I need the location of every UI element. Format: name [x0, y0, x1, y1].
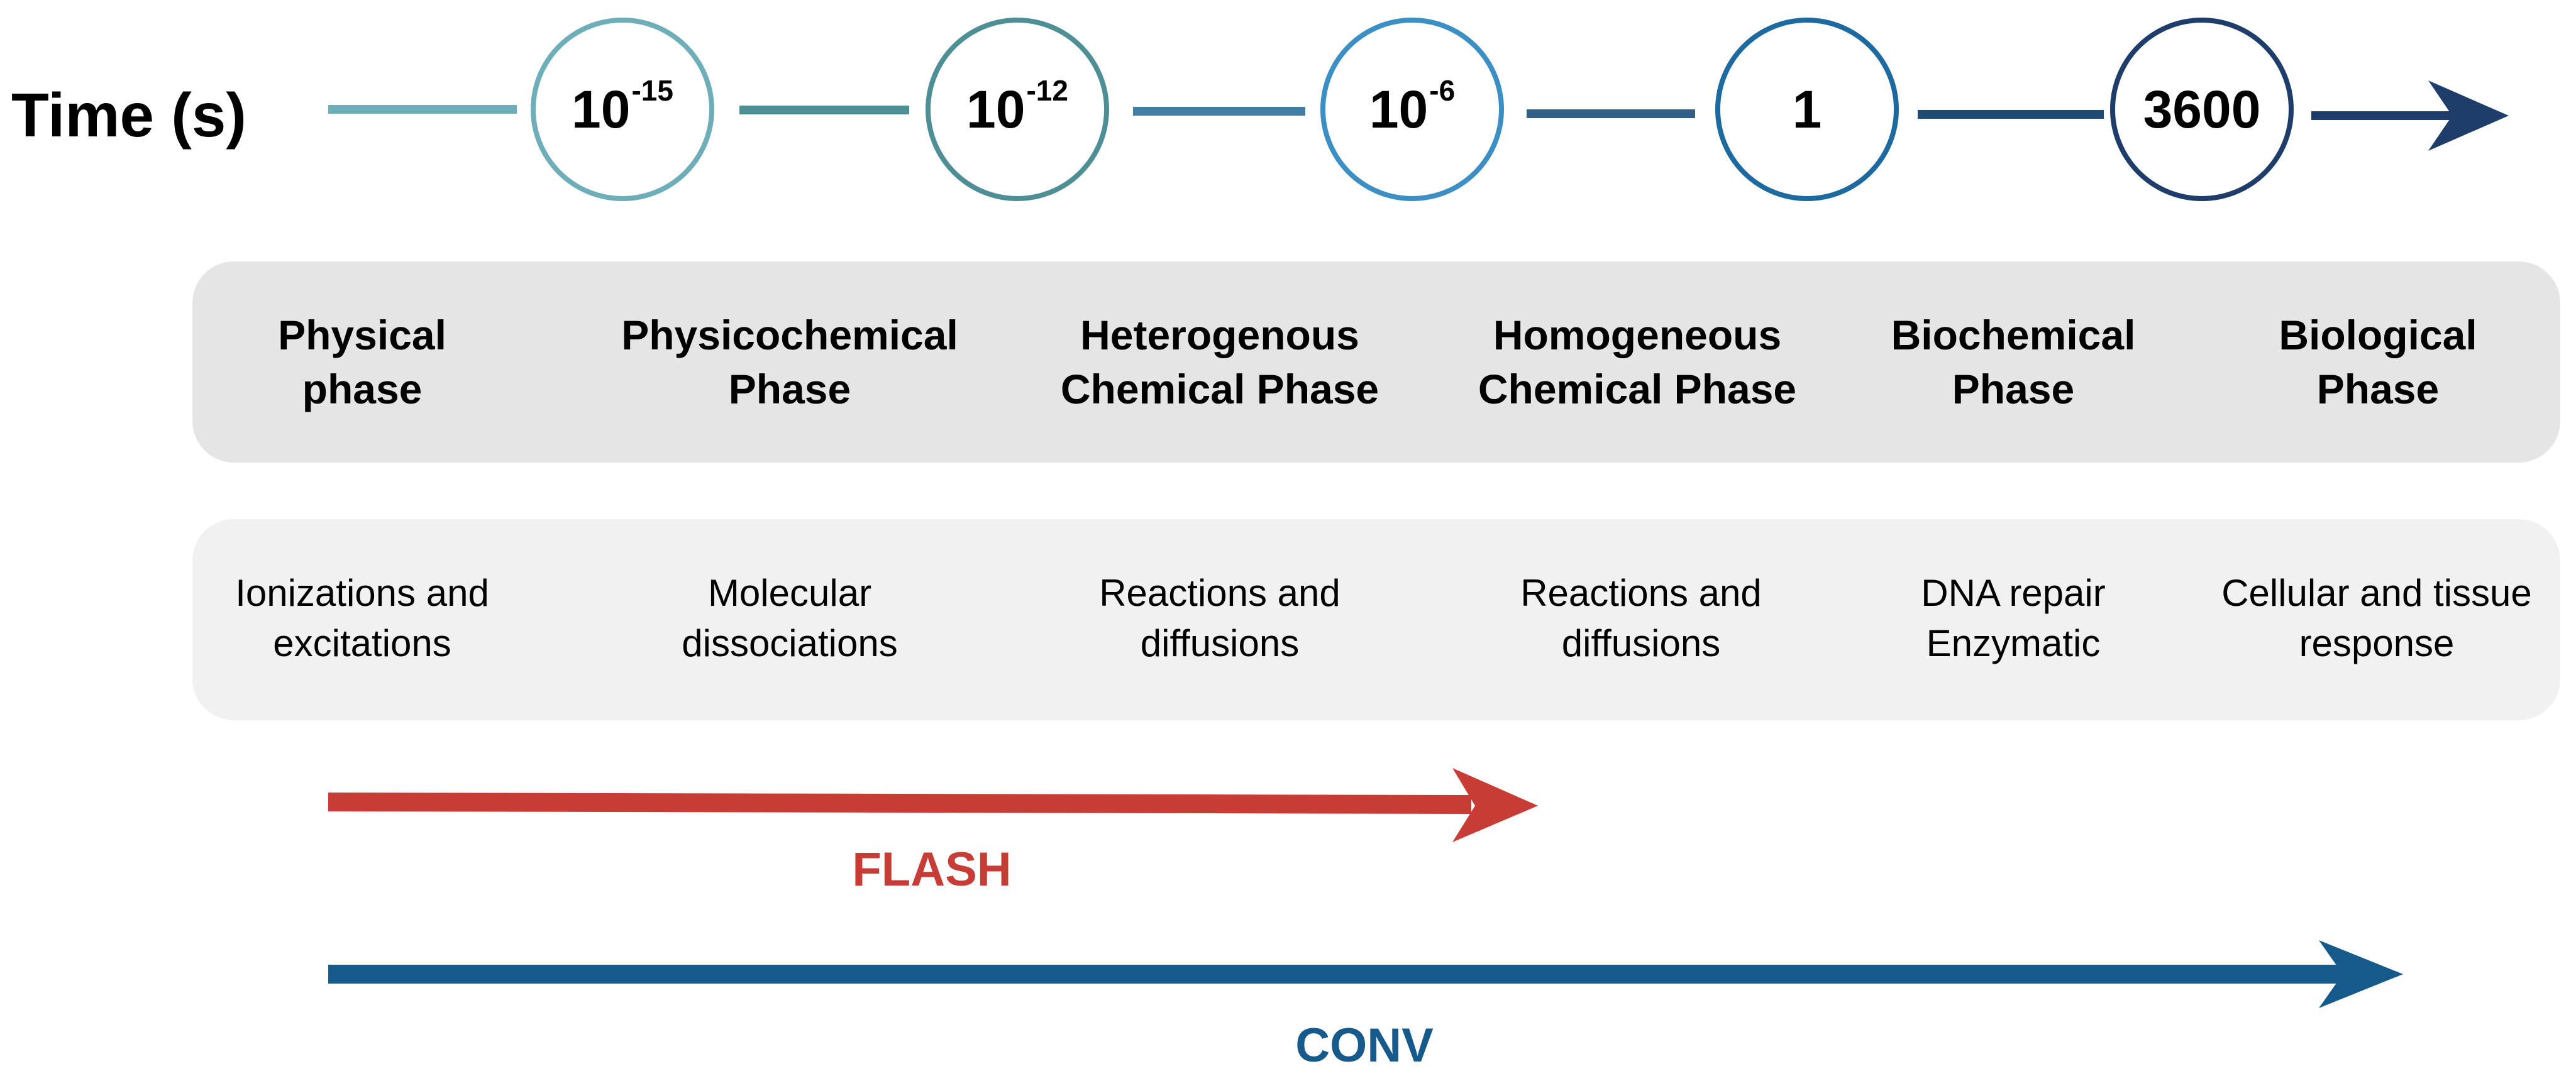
desc-line1: Molecular	[707, 572, 872, 614]
phase-title-line2: Phase	[728, 366, 851, 412]
phase-title-line1: Biochemical	[1891, 312, 2136, 358]
flash-label: FLASH	[852, 843, 1012, 896]
desc-line1: Ionizations and	[235, 572, 489, 614]
desc-line2: Enzymatic	[1926, 622, 2101, 664]
phase-physical: Physical phase	[278, 308, 446, 416]
desc-line2: response	[2299, 622, 2455, 664]
time-marker-1: 1	[1715, 18, 1899, 201]
phase-band	[192, 261, 2560, 463]
desc-line2: dissociations	[682, 622, 898, 664]
time-marker-base: 1	[1792, 79, 1822, 139]
desc-physicochemical: Molecular dissociations	[682, 568, 898, 669]
phase-title-line1: Biological	[2279, 312, 2477, 358]
phase-biological: Biological Phase	[2279, 308, 2477, 416]
phase-title-line1: Physical	[278, 312, 446, 358]
time-marker-base: 10	[572, 79, 631, 139]
conv-arrow-head	[2319, 940, 2403, 1008]
phase-title-line1: Physicochemical	[621, 312, 958, 358]
phase-heterogenous-chemical: Heterogenous Chemical Phase	[1061, 308, 1379, 416]
timeline-arrow-head	[2428, 80, 2509, 151]
phase-biochemical: Biochemical Phase	[1891, 308, 2136, 416]
flash-arrow-shaft	[328, 793, 1472, 814]
desc-line2: excitations	[273, 622, 451, 664]
desc-heterogenous-chemical: Reactions and diffusions	[1099, 568, 1341, 669]
desc-line2: diffusions	[1561, 622, 1721, 664]
time-marker-base: 10	[966, 79, 1025, 139]
phase-title-line1: Heterogenous	[1080, 312, 1359, 358]
time-marker-3600: 3600	[2110, 18, 2294, 201]
phase-title-line2: Phase	[2316, 366, 2440, 412]
desc-line1: Reactions and	[1520, 572, 1762, 614]
time-marker-base: 10	[1369, 79, 1429, 139]
phase-title-line2: Chemical Phase	[1478, 366, 1797, 412]
time-axis-label: Time (s)	[11, 80, 246, 150]
phase-title-line2: Chemical Phase	[1060, 366, 1379, 412]
phase-physicochemical: Physicochemical Phase	[621, 308, 958, 416]
time-marker-exponent: -6	[1429, 74, 1456, 107]
desc-physical: Ionizations and excitations	[235, 568, 489, 669]
phase-homogeneous-chemical: Homogeneous Chemical Phase	[1478, 308, 1796, 416]
desc-line1: Reactions and	[1099, 572, 1341, 614]
time-marker-1e-15: 10-15	[531, 18, 714, 201]
desc-line1: DNA repair	[1921, 572, 2106, 614]
desc-biological: Cellular and tissue response	[2221, 568, 2532, 669]
time-marker-1e-12: 10-12	[926, 18, 1109, 201]
desc-homogeneous-chemical: Reactions and diffusions	[1520, 568, 1762, 669]
desc-biochemical: DNA repair Enzymatic	[1921, 568, 2105, 669]
conv-label: CONV	[1295, 1019, 1434, 1072]
phase-title-line2: Phase	[1952, 366, 2075, 412]
time-marker-base: 3600	[2143, 79, 2261, 139]
phase-title-line1: Homogeneous	[1493, 312, 1782, 358]
time-marker-1e-6: 10-6	[1320, 18, 1504, 201]
flash-arrow-head	[1452, 768, 1538, 842]
time-marker-exponent: -12	[1026, 74, 1068, 107]
description-band	[192, 519, 2560, 720]
phase-title-line2: phase	[302, 366, 423, 412]
desc-line2: diffusions	[1140, 622, 1300, 664]
time-marker-exponent: -15	[631, 74, 673, 107]
desc-line1: Cellular and tissue	[2221, 572, 2532, 614]
